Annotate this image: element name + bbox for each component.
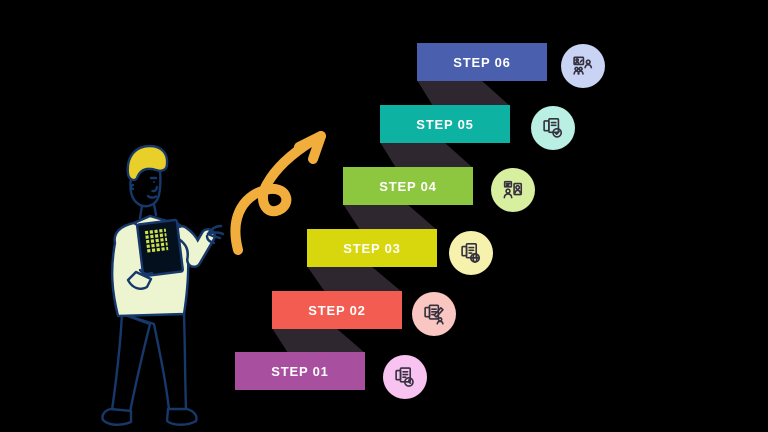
step-03-icon-badge — [449, 231, 493, 275]
step-03-label: STEP 03 — [343, 240, 401, 256]
person-arm-fill — [176, 227, 214, 266]
step-05-label: STEP 05 — [416, 116, 474, 132]
step-02-bar: STEP 02 — [272, 291, 402, 329]
tablet — [136, 218, 184, 278]
step-02-icon-badge — [412, 292, 456, 336]
step-04-label: STEP 04 — [379, 178, 437, 194]
step-03-bar: STEP 03 — [307, 229, 437, 267]
ribbon-connector — [272, 328, 365, 353]
step-01-label: STEP 01 — [271, 363, 329, 379]
step-01-icon-badge — [383, 355, 427, 399]
ribbon-connector — [307, 266, 402, 292]
step-04-icon-badge — [491, 168, 535, 212]
clipboard-edit-person-icon — [424, 304, 444, 325]
step-02-label: STEP 02 — [308, 302, 366, 318]
person-face — [129, 168, 162, 208]
person-hair — [126, 144, 169, 182]
step-05-bar: STEP 05 — [380, 105, 510, 143]
tablet-grid — [144, 228, 169, 253]
person-hand — [205, 224, 225, 245]
person-neck — [138, 202, 158, 220]
document-clock-icon — [395, 367, 414, 387]
document-globe-icon — [461, 242, 481, 263]
people-discussion-icon — [503, 180, 523, 199]
team-presentation-icon — [573, 56, 593, 75]
step-06-label: STEP 06 — [453, 54, 511, 70]
step-06-icon-badge — [561, 44, 605, 88]
person-holding-hand — [126, 270, 153, 290]
ribbon-connector — [380, 142, 473, 168]
step-05-icon-badge — [531, 106, 575, 150]
person-shoes — [101, 407, 198, 426]
ribbon-connector — [417, 80, 510, 106]
document-check-icon — [543, 117, 563, 138]
step-01-bar: STEP 01 — [235, 352, 365, 390]
person-trousers — [110, 312, 188, 414]
ribbon-connector — [343, 204, 437, 230]
step-06-bar: STEP 06 — [417, 43, 547, 81]
person-fingers — [138, 268, 154, 276]
step-04-bar: STEP 04 — [343, 167, 473, 205]
